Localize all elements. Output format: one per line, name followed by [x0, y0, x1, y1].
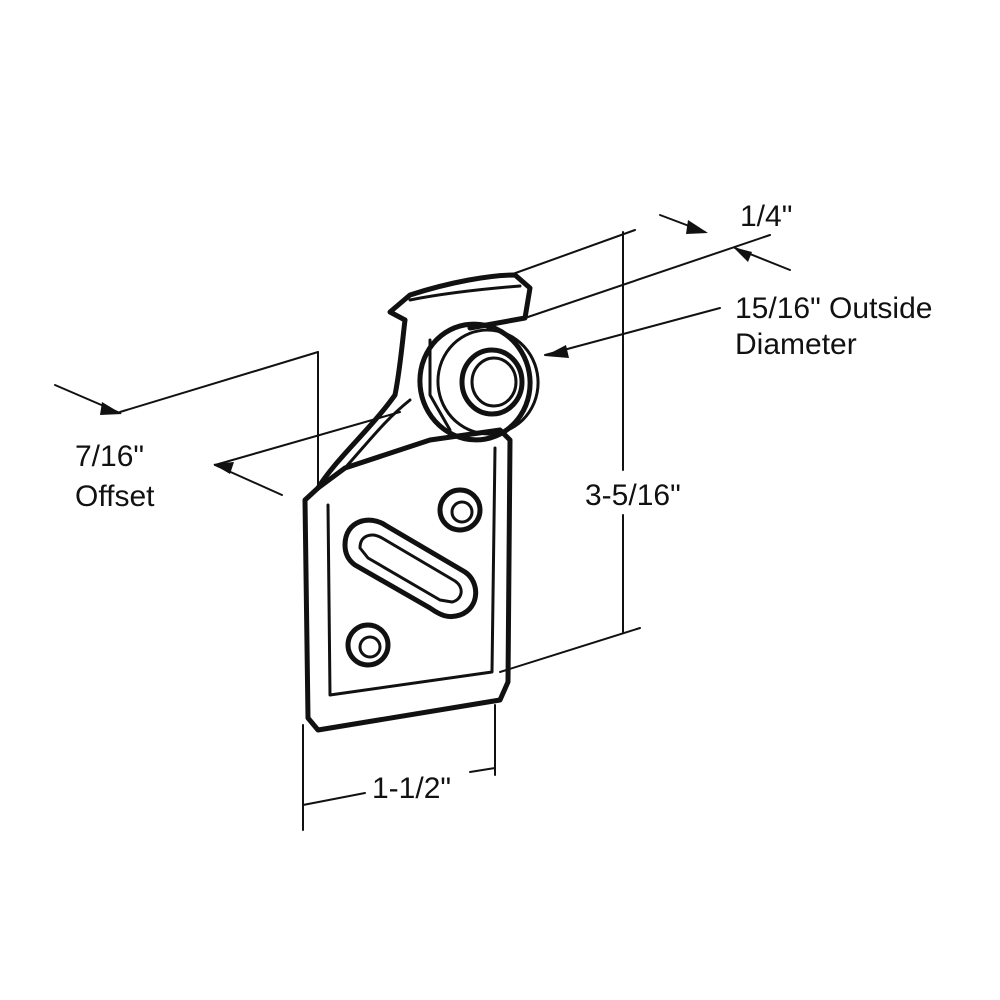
dimension-roller-diameter: 15/16" Outside Diameter: [544, 292, 932, 361]
dimension-offset: 7/16" Offset: [54, 351, 401, 513]
bracket-plate: [302, 272, 533, 733]
width-label: 1-1/2": [372, 772, 451, 805]
height-label: 3-5/16": [585, 479, 681, 512]
roller-diameter-label-line1: 15/16" Outside: [735, 292, 932, 325]
dimension-height: 3-5/16": [499, 231, 681, 673]
roller-diameter-label-line2: Diameter: [735, 328, 857, 361]
dimension-roller-width: 1/4": [509, 200, 792, 319]
screw-hole-top: [437, 487, 483, 533]
offset-label-line1: 7/16": [75, 440, 144, 473]
mounting-slot: [342, 517, 479, 620]
screw-hole-bottom: [345, 622, 391, 668]
offset-label-line2: Offset: [75, 480, 155, 513]
roller-width-label: 1/4": [740, 200, 792, 233]
dimension-width: 1-1/2": [302, 704, 496, 831]
roller-wheel: [417, 321, 540, 443]
